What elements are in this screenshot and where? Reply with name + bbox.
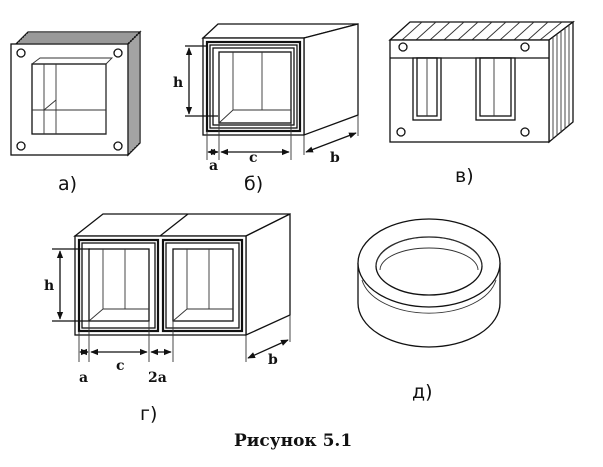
bolt-hole-icon <box>398 42 408 52</box>
bolt-hole-icon <box>113 48 123 58</box>
bolt-hole-icon <box>396 127 406 137</box>
panel-d-toroidal-core: д) <box>357 218 501 403</box>
bolt-hole-icon <box>113 141 123 151</box>
dim-b-label: b <box>268 352 278 368</box>
panel-v-label: в) <box>455 165 474 187</box>
dim-h-label: h <box>173 75 183 91</box>
panel-b-wound-core: h a c b б) <box>173 23 359 195</box>
bolt-hole-icon <box>520 42 530 52</box>
dim-a-label: a <box>79 370 88 386</box>
panel-v-shell-core: в) <box>388 20 575 187</box>
dim-b-label: b <box>330 150 340 166</box>
dim-c-label: c <box>249 150 258 166</box>
figure-caption: Рисунок 5.1 <box>234 431 352 451</box>
dim-a-label: a <box>209 158 218 174</box>
bolt-hole-icon <box>16 48 26 58</box>
panel-d-label: д) <box>412 381 433 403</box>
bolt-hole-icon <box>16 141 26 151</box>
panel-g-double-wound-core: h a c 2a b г) <box>44 212 291 425</box>
panel-a-label: а) <box>58 173 77 195</box>
dim-2a-label: 2a <box>148 370 167 386</box>
bolt-hole-icon <box>520 127 530 137</box>
dim-h-label: h <box>44 278 54 294</box>
dim-c-label: c <box>116 358 125 374</box>
panel-a-laminated-core: а) <box>10 30 142 195</box>
panel-b-label: б) <box>244 173 263 195</box>
panel-g-label: г) <box>140 403 157 425</box>
